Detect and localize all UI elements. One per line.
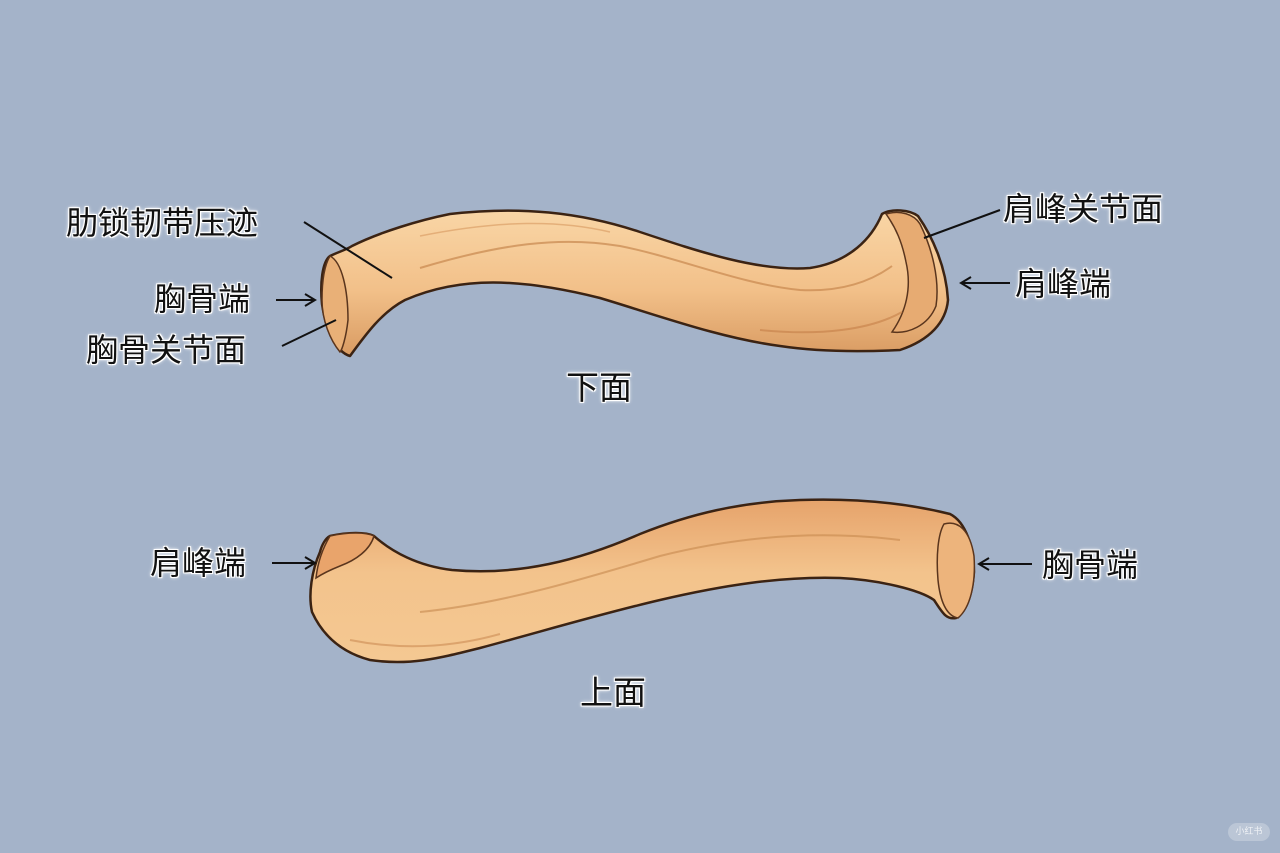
arrowhead-sternal-end-top bbox=[304, 293, 317, 307]
leader-sternal-facet bbox=[281, 319, 337, 347]
label-sternal-articular-surface: 胸骨关节面 bbox=[86, 331, 247, 369]
clavicle-inferior-view bbox=[320, 209, 950, 358]
clavicle-inferior-body bbox=[320, 209, 950, 358]
acromial-end-top bbox=[315, 532, 375, 580]
label-sternal-end-bottom: 胸骨端 bbox=[1042, 546, 1139, 584]
arrowhead-acromial-end-top bbox=[959, 276, 972, 290]
acromial-articular-facet bbox=[884, 211, 938, 334]
caption-inferior-view: 下面 bbox=[566, 368, 632, 407]
caption-superior-view: 上面 bbox=[580, 673, 646, 712]
label-acromial-end-bottom: 肩峰端 bbox=[150, 544, 247, 582]
clavicle-superior-body bbox=[309, 498, 976, 664]
label-sternal-end-top: 胸骨端 bbox=[154, 280, 251, 318]
label-costoclavicular-impression: 肋锁韧带压迹 bbox=[66, 204, 259, 242]
leader-lines bbox=[272, 209, 1032, 571]
sternal-end-facet bbox=[936, 522, 976, 619]
leader-acromial-facet bbox=[923, 209, 1001, 239]
sternal-articular-facet bbox=[321, 255, 349, 354]
leader-costoclavicular bbox=[303, 221, 393, 279]
watermark: 小红书 bbox=[1228, 823, 1270, 841]
label-acromial-end-top: 肩峰端 bbox=[1015, 265, 1112, 303]
label-acromial-articular-surface: 肩峰关节面 bbox=[1003, 190, 1164, 228]
arrowhead-sternal-end-bottom bbox=[977, 557, 990, 571]
clavicle-superior-view bbox=[309, 498, 976, 664]
arrowhead-acromial-end-bottom bbox=[304, 556, 317, 570]
